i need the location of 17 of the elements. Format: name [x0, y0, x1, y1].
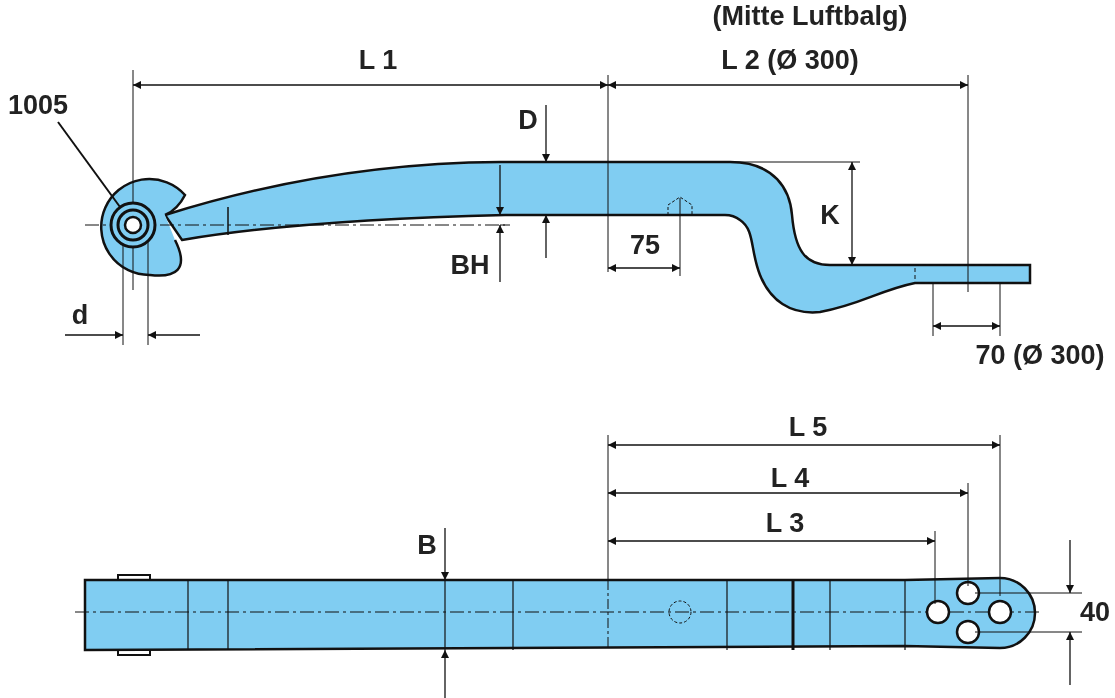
dimension-label: 70 (Ø 300) [975, 341, 1105, 369]
dimension-label: B [417, 531, 437, 559]
dimension-label: L 5 [788, 413, 828, 441]
dimension-label: L 2 (Ø 300) [721, 46, 859, 74]
dimension-label: 40 [1080, 598, 1110, 626]
dimension-label: L 1 [358, 46, 398, 74]
dimension-label: 75 [630, 231, 660, 259]
dimension-label: L 4 [770, 464, 810, 492]
dimension-label: D [518, 106, 538, 134]
dimension-label: d [71, 301, 89, 329]
dimension-label: K [820, 201, 840, 229]
dimension-label: BH [450, 251, 490, 279]
bushing [109, 201, 157, 249]
leader-line [57, 121, 121, 208]
annotation-text: (Mitte Luftbalg) [712, 2, 908, 30]
part-number: 1005 [7, 91, 69, 119]
dimension-label: L 3 [765, 509, 805, 537]
